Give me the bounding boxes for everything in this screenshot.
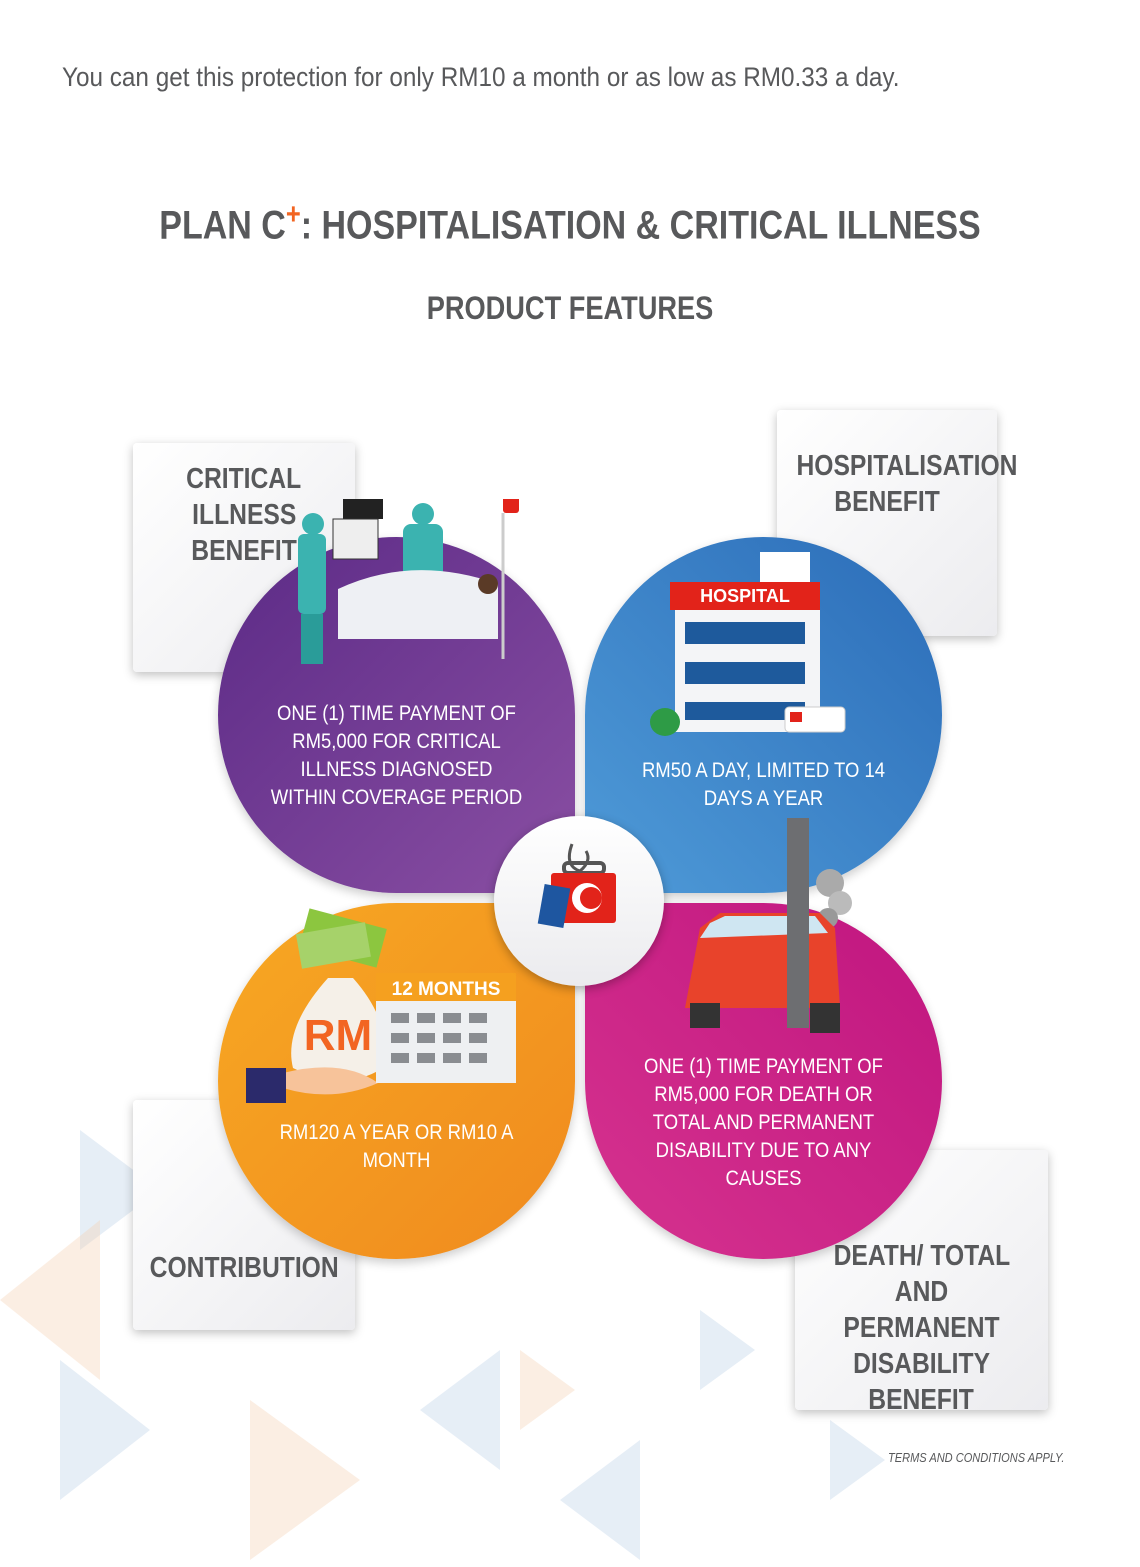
center-medical-badge (494, 816, 664, 986)
card-label: AND PERMANENT (843, 1276, 1000, 1344)
card-label: BENEFIT (868, 1384, 975, 1416)
title-plus: + (285, 198, 301, 231)
surgery-illustration (298, 499, 519, 664)
critical-illness-petal: ONE (1) TIME PAYMENT OF RM5,000 FOR CRIT… (218, 499, 575, 893)
feature-description: ONE (1) TIME PAYMENT OF RM5,000 FOR DEAT… (644, 1055, 883, 1190)
card-label: BENEFIT (191, 535, 297, 567)
intro-text: You can get this protection for only RM1… (62, 62, 900, 92)
money-bag-label: RM (304, 1011, 372, 1060)
hospital-illustration: HOSPITAL (650, 552, 846, 736)
calendar-label: 12 MONTHS (392, 979, 501, 1000)
feature-description: RM120 A YEAR OR RM10 A MONTH (279, 1121, 514, 1172)
title-prefix: PLAN C (159, 203, 286, 248)
card-label: HOSPITALISATION (796, 450, 1018, 482)
car-crash-illustration (685, 818, 852, 1033)
hospital-sign: HOSPITAL (700, 586, 790, 606)
feature-description: RM50 A DAY, LIMITED TO 14 DAYS A YEAR (641, 759, 886, 810)
medical-bag-icon (537, 843, 616, 928)
card-label: CRITICAL (186, 463, 302, 495)
card-label: DEATH/ TOTAL (833, 1240, 1010, 1272)
death-disability-petal: ONE (1) TIME PAYMENT OF RM5,000 FOR DEAT… (585, 818, 942, 1259)
card-label: BENEFIT (834, 486, 940, 518)
page-title: PLAN C+: HOSPITALISATION & CRITICAL ILLN… (86, 198, 1055, 248)
contribution-petal: RM 12 MONTHS RM120 A YEAR OR RM10 A MONT… (218, 903, 575, 1259)
money-calendar-illustration: RM 12 MONTHS (246, 908, 516, 1103)
card-label: ILLNESS (191, 499, 297, 531)
card-label: CONTRIBUTION (149, 1252, 339, 1284)
feature-description: ONE (1) TIME PAYMENT OF RM5,000 FOR CRIT… (270, 702, 523, 809)
terms-note: TERMS AND CONDITIONS APPLY. (888, 1450, 1065, 1465)
card-label: DISABILITY (853, 1348, 990, 1380)
title-rest: : HOSPITALISATION & CRITICAL ILLNESS (300, 203, 981, 248)
hospitalisation-petal: HOSPITAL RM50 A DAY, LIMITED TO 14 DAYS … (585, 537, 942, 893)
section-subtitle: PRODUCT FEATURES (426, 290, 714, 326)
